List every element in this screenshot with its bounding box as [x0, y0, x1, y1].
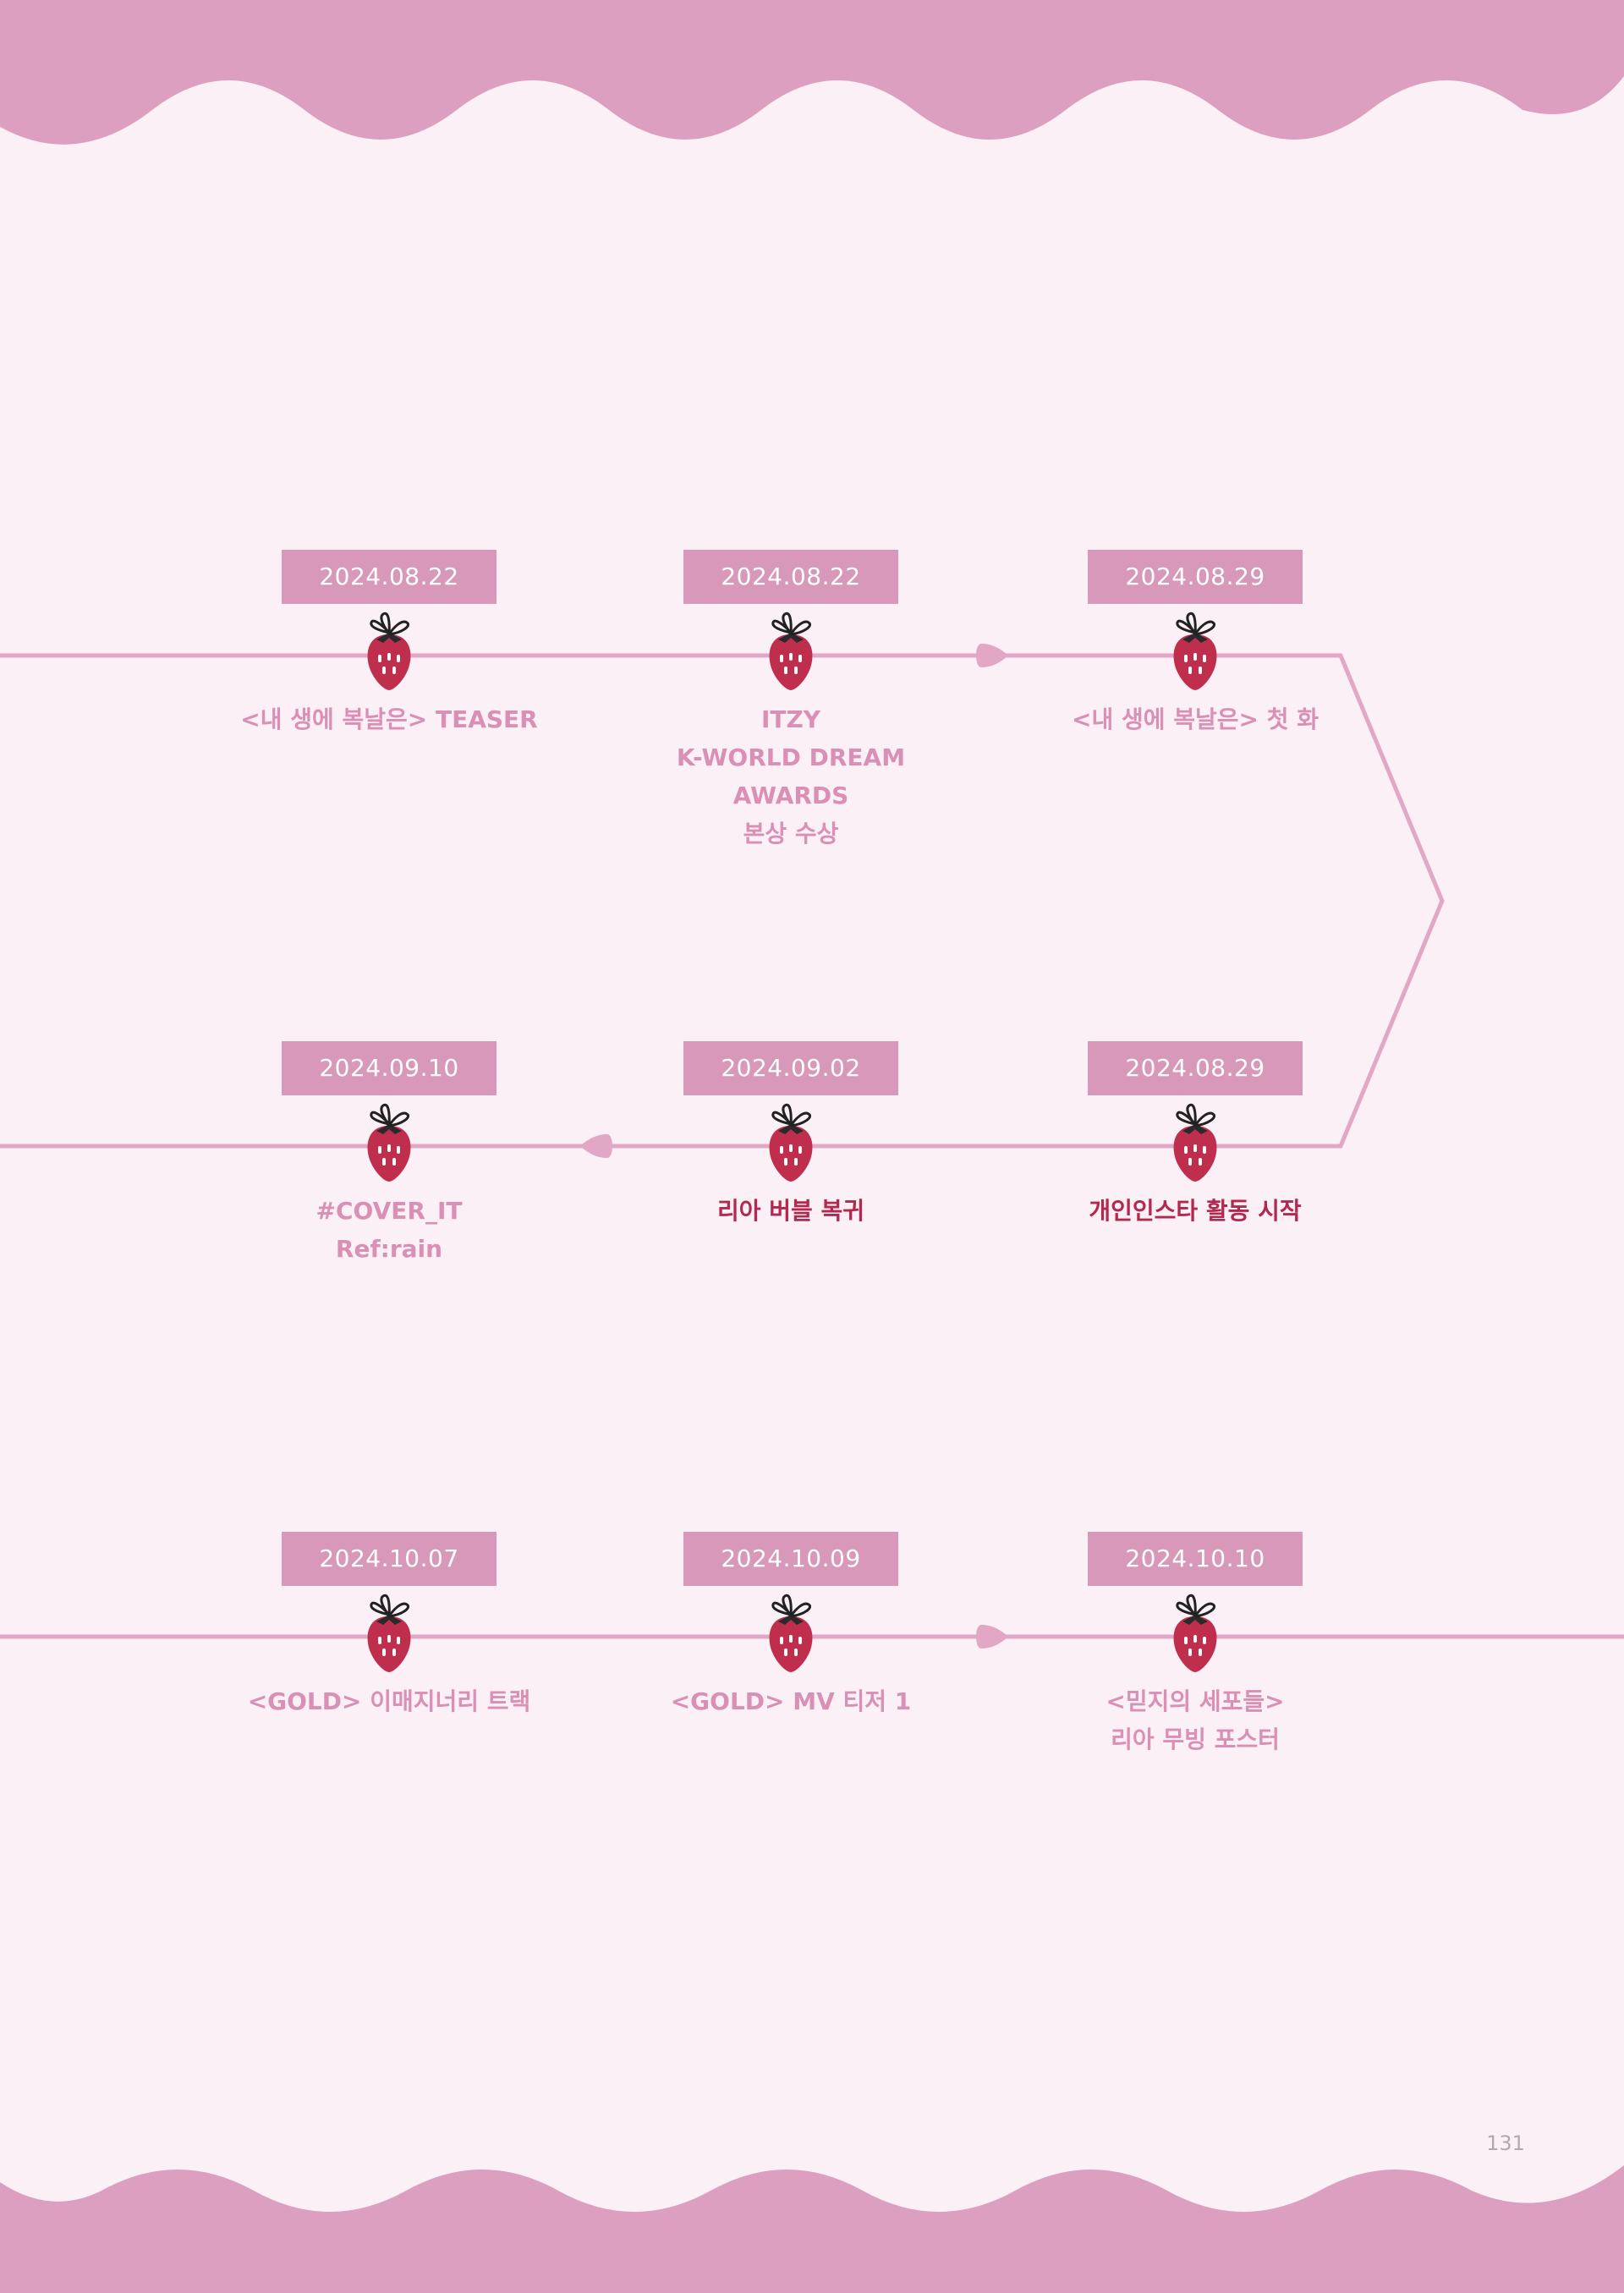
- event-label-line: <내 생에 복날은> TEASER: [240, 705, 538, 733]
- event-label: 리아 버블 복귀: [622, 1192, 960, 1230]
- timeline-event: 2024.09.02 리아 버블 복귀: [622, 1041, 960, 1230]
- event-label-line: K-WORLD DREAM AWARDS: [676, 743, 906, 809]
- strawberry-icon: [1172, 612, 1218, 692]
- event-label: 개인인스타 활동 시작: [1026, 1192, 1364, 1230]
- event-date: 2024.10.10: [1088, 1532, 1303, 1586]
- timeline-event: 2024.08.29 <내 생에 복날은> 첫 화: [1026, 550, 1364, 738]
- page-number: 131: [1486, 2131, 1525, 2155]
- event-label: <내 생에 복날은> TEASER: [220, 700, 558, 738]
- strawberry-icon: [366, 1103, 412, 1183]
- event-label: <GOLD> 이매지너리 트랙: [220, 1682, 558, 1720]
- event-label-line: 리아 버블 복귀: [716, 1197, 865, 1225]
- event-label: <GOLD> MV 티저 1: [622, 1682, 960, 1720]
- event-date: 2024.08.22: [683, 550, 898, 604]
- strawberry-icon: [366, 1594, 412, 1674]
- heart-marker-left: [579, 1134, 612, 1158]
- strawberry-icon: [768, 612, 814, 692]
- event-label-line: Ref:rain: [335, 1235, 443, 1263]
- event-date: 2024.10.07: [282, 1532, 497, 1586]
- event-label-line: 리아 무빙 포스터: [1111, 1725, 1280, 1753]
- strawberry-icon: [366, 612, 412, 692]
- event-label: <내 생에 복날은> 첫 화: [1026, 700, 1364, 738]
- timeline-event: 2024.08.22 <내 생에 복날은> TEASER: [220, 550, 558, 738]
- top-wave: [0, 0, 1624, 145]
- event-date: 2024.10.09: [683, 1532, 898, 1586]
- timeline-event: 2024.10.10 <믿지의 세포들> 리아 무빙 포스터: [1026, 1532, 1364, 1758]
- strawberry-icon: [768, 1103, 814, 1183]
- event-date: 2024.09.02: [683, 1041, 898, 1095]
- event-label-line: <내 생에 복날은> 첫 화: [1072, 705, 1319, 733]
- event-label-line: 본상 수상: [743, 820, 839, 848]
- heart-marker-right-2: [976, 1625, 1010, 1648]
- event-label: <믿지의 세포들> 리아 무빙 포스터: [1026, 1682, 1364, 1758]
- event-date: 2024.08.22: [282, 550, 497, 604]
- timeline-path: [0, 653, 1445, 1149]
- event-label: ITZY K-WORLD DREAM AWARDS 본상 수상: [622, 700, 960, 853]
- heart-marker-right-1: [976, 644, 1010, 667]
- timeline-event: 2024.08.29 개인인스타 활동 시작: [1026, 1041, 1364, 1230]
- strawberry-icon: [768, 1594, 814, 1674]
- timeline-event: 2024.09.10 #COVER_IT Ref:rain: [220, 1041, 558, 1268]
- event-label-line: #COVER_IT: [315, 1197, 463, 1225]
- event-label-line: <믿지의 세포들>: [1106, 1687, 1285, 1715]
- event-date: 2024.08.29: [1088, 550, 1303, 604]
- event-date: 2024.09.10: [282, 1041, 497, 1095]
- event-label-line: <GOLD> 이매지너리 트랙: [247, 1687, 531, 1715]
- timeline-event: 2024.10.07 <GOLD> 이매지너리 트랙: [220, 1532, 558, 1720]
- event-label-line: 개인인스타 활동 시작: [1089, 1197, 1302, 1225]
- event-label-line: <GOLD> MV 티저 1: [670, 1687, 912, 1715]
- strawberry-icon: [1172, 1594, 1218, 1674]
- event-label-line: ITZY: [760, 705, 821, 733]
- bottom-wave: [0, 2165, 1624, 2293]
- event-label: #COVER_IT Ref:rain: [220, 1192, 558, 1268]
- event-date: 2024.08.29: [1088, 1041, 1303, 1095]
- strawberry-icon: [1172, 1103, 1218, 1183]
- timeline-event: 2024.10.09 <GOLD> MV 티저 1: [622, 1532, 960, 1720]
